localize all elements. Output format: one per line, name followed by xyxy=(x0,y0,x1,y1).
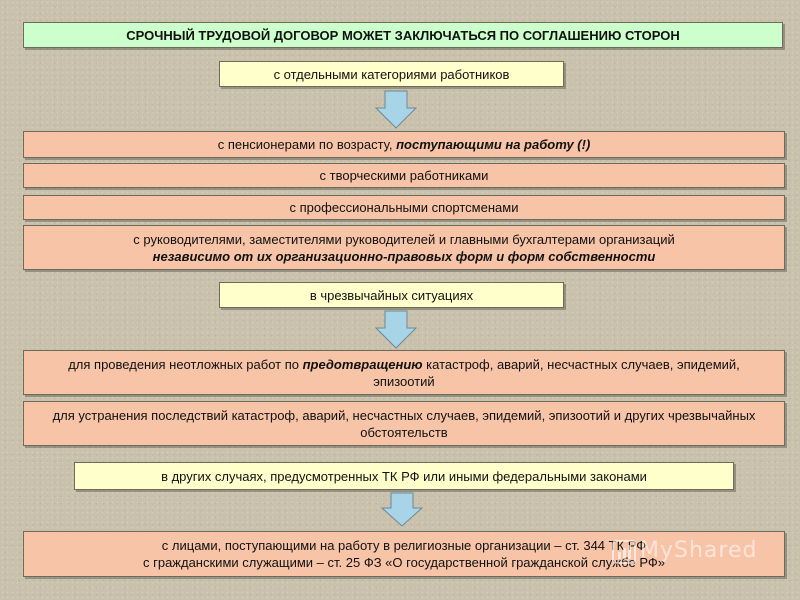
item-prevention-pre: для проведения неотложных работ по xyxy=(68,356,303,372)
item-prevention-post: катастроф, аварий, несчастных случаев, э… xyxy=(373,356,740,389)
item-pensioners: с пенсионерами по возрасту, поступающими… xyxy=(23,131,785,158)
category-separate-workers-label: с отдельными категориями работников xyxy=(273,66,510,82)
header-title-text: СРОЧНЫЙ ТРУДОВОЙ ДОГОВОР МОЖЕТ ЗАКЛЮЧАТЬ… xyxy=(126,27,680,43)
item-athletes: с профессиональными спортсменами xyxy=(23,195,785,220)
item-managers-line2: независимо от их организационно-правовых… xyxy=(152,248,656,264)
down-arrow-icon xyxy=(374,90,418,129)
category-emergency: в чрезвычайных ситуациях xyxy=(219,282,564,308)
down-arrow-icon xyxy=(380,492,424,527)
item-pensioners-emph: поступающими на работу (!) xyxy=(396,137,591,152)
category-separate-workers: с отдельными категориями работников xyxy=(219,61,564,87)
item-prevention-emph: предотвращению xyxy=(302,356,423,372)
item-prevention-text: для проведения неотложных работ по предо… xyxy=(54,356,754,390)
item-athletes-text: с профессиональными спортсменами xyxy=(289,200,519,215)
category-other-cases-label: в других случаях, предусмотренных ТК РФ … xyxy=(161,468,647,484)
category-other-cases: в других случаях, предусмотренных ТК РФ … xyxy=(74,462,734,490)
item-religious-civil: с лицами, поступающими на работу в религ… xyxy=(23,531,785,577)
item-creative-workers: с творческими работниками xyxy=(23,163,785,188)
watermark: MyShared xyxy=(640,538,758,563)
item-managers-line1: с руководителями, заместителями руководи… xyxy=(133,231,675,247)
item-creative-workers-text: с творческими работниками xyxy=(319,168,489,183)
item-consequences-text: для устранения последствий катастроф, ав… xyxy=(52,407,756,440)
item-religious-civil-line2: с гражданскими служащими – ст. 25 ФЗ «О … xyxy=(142,555,666,570)
item-consequences: для устранения последствий катастроф, ав… xyxy=(23,401,785,446)
header-title: СРОЧНЫЙ ТРУДОВОЙ ДОГОВОР МОЖЕТ ЗАКЛЮЧАТЬ… xyxy=(23,22,783,48)
category-emergency-label: в чрезвычайных ситуациях xyxy=(309,287,474,303)
item-prevention: для проведения неотложных работ по предо… xyxy=(23,350,785,395)
item-pensioners-text: с пенсионерами по возрасту, поступающими… xyxy=(218,136,591,153)
watermark-logo-icon xyxy=(612,540,636,564)
down-arrow-icon xyxy=(374,310,418,349)
item-managers: с руководителями, заместителями руководи… xyxy=(23,225,785,270)
item-religious-civil-line1: с лицами, поступающими на работу в религ… xyxy=(161,538,647,553)
item-pensioners-pre: с пенсионерами по возрасту, xyxy=(217,137,397,152)
